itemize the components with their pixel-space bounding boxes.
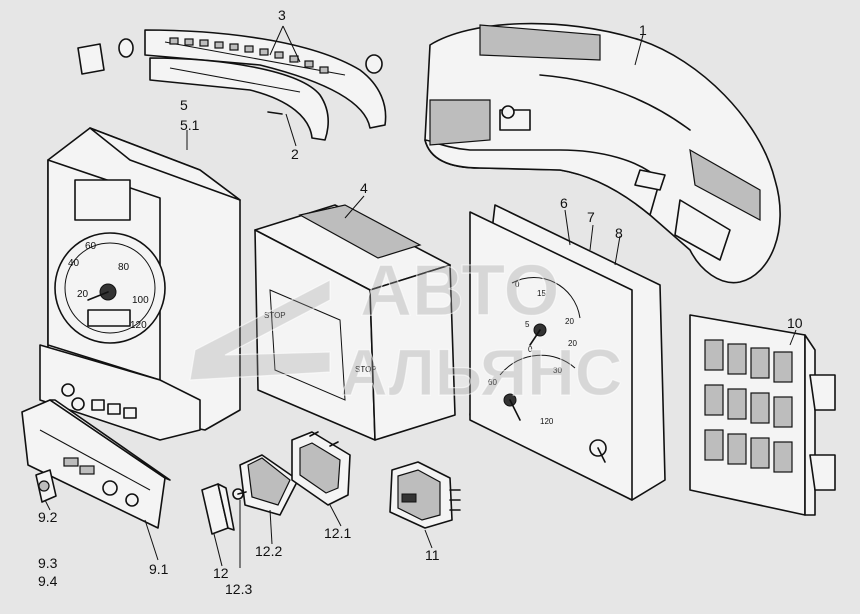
callout-12: 12	[213, 565, 229, 581]
part-12-2-rocker-switch	[232, 454, 299, 516]
gauge-mark-0: 0	[515, 280, 520, 289]
callout-4: 4	[360, 180, 368, 196]
callout-9-3: 9.3	[38, 555, 58, 571]
trim-slots	[169, 37, 329, 74]
part-4-cover-box: STOP STOP	[254, 204, 456, 441]
callout-5-1: 5.1	[180, 117, 200, 133]
callout-12-1: 12.1	[324, 525, 351, 541]
callout-10: 10	[787, 315, 803, 331]
grille-cells	[704, 339, 793, 473]
stop-label-b: STOP	[355, 365, 377, 374]
callout-9-1: 9.1	[149, 561, 169, 577]
gauge-mark-20: 20	[565, 317, 574, 326]
speedo-mark-80: 80	[118, 262, 130, 273]
callout-5: 5	[180, 97, 188, 113]
part-6-7-8-gauge-panel: 15 0 20 5 0 20 30 60 120	[469, 204, 666, 501]
speedo-mark-100: 100	[132, 295, 149, 306]
callout-9-2: 9.2	[38, 509, 58, 525]
gauge-mark-0b: 0	[528, 345, 533, 354]
callout-1: 1	[639, 22, 647, 38]
gauge-mark-60: 60	[488, 378, 497, 387]
watermark-line-2: АЛЬЯНС	[340, 335, 622, 409]
callout-3: 3	[278, 7, 286, 23]
watermark-line-1: АВТО	[360, 251, 559, 331]
callout-6: 6	[560, 195, 568, 211]
callout-12-3: 12.3	[225, 581, 252, 597]
part-12-1-switch-frame	[291, 431, 351, 506]
callout-11: 11	[425, 547, 440, 563]
callout-7: 7	[587, 209, 595, 225]
speedo-mark-120: 120	[130, 320, 147, 331]
part-10-grille-panel	[689, 314, 836, 516]
part-9-1-switch-panel	[21, 399, 171, 529]
callout-9-4: 9.4	[38, 573, 58, 589]
stop-label-a: STOP	[264, 311, 286, 320]
part-5-instrument-cluster: 60 40 20 80 100 120	[39, 127, 241, 441]
gauge-mark-30: 30	[553, 366, 562, 375]
speedo-mark-60: 60	[85, 241, 97, 252]
part-3-trim-strip	[77, 29, 387, 129]
watermark-logo: АВТО АЛЬЯНС	[189, 250, 623, 410]
gauge-mark-120: 120	[540, 417, 554, 426]
callout-labels: 1 3 2 5 5.1 4 6 7 8 10 9.1 9.2 9.3 9.4 1…	[38, 7, 803, 597]
part-1-dash-cover	[424, 22, 781, 284]
part-2-lower-trim	[149, 57, 330, 141]
gauge-mark-20b: 20	[568, 339, 577, 348]
leader-lines	[44, 25, 797, 568]
gauge-mark-15: 15	[537, 289, 546, 298]
speedo-mark-40: 40	[68, 258, 80, 269]
callout-2: 2	[291, 146, 299, 162]
part-9-2-lamp	[35, 469, 57, 503]
part-12-blank-cap	[201, 483, 235, 535]
speedo-mark-20: 20	[77, 289, 89, 300]
callout-12-2: 12.2	[255, 543, 282, 559]
callout-8: 8	[615, 225, 623, 241]
gauge-mark-5: 5	[525, 320, 530, 329]
part-11-toggle-switch	[389, 461, 461, 529]
